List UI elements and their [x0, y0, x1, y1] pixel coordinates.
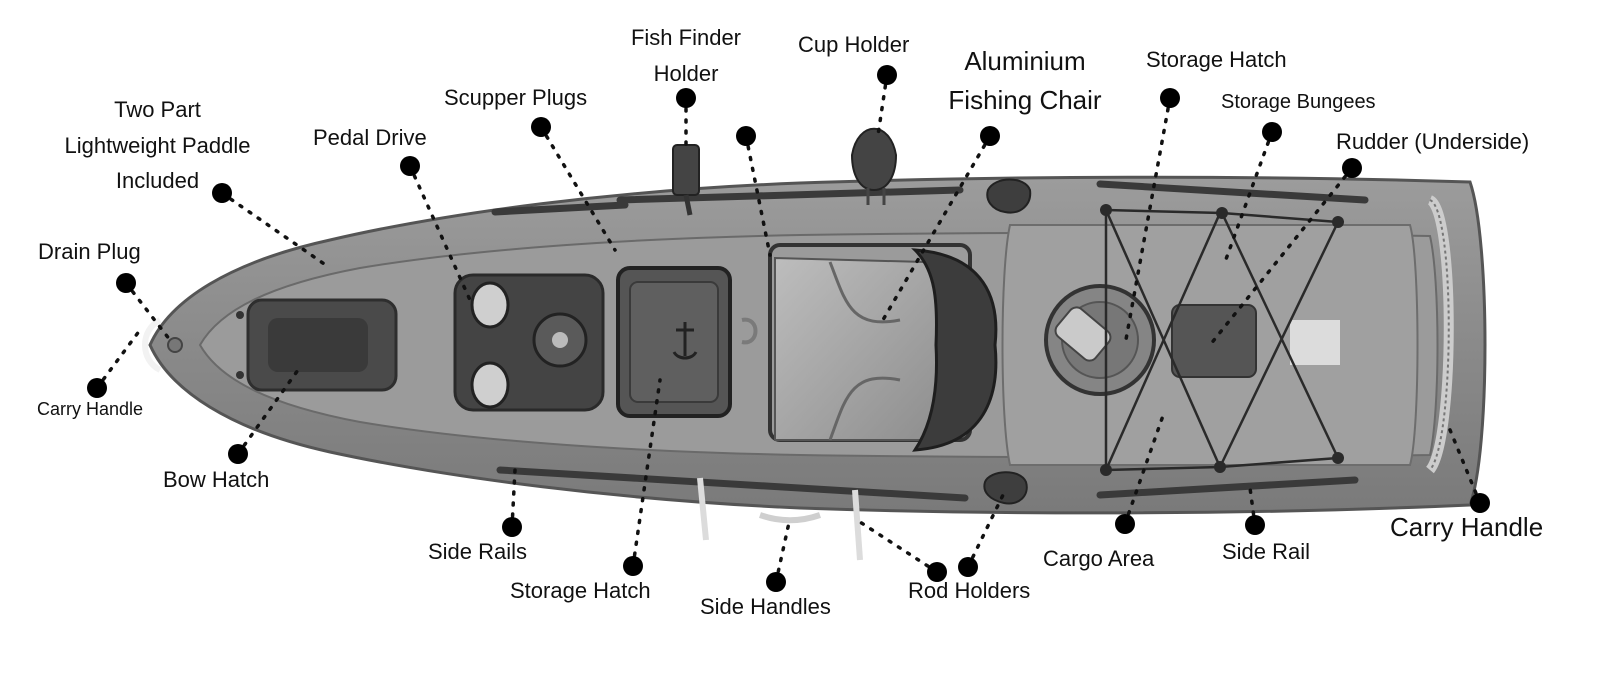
leader-paddle [220, 191, 332, 270]
dot-rod-holders-2 [958, 557, 978, 577]
label-rudder: Rudder (Underside) [1336, 129, 1530, 154]
label-side-rail: Side Rail [1222, 539, 1311, 564]
leader-side-handles [774, 516, 792, 584]
dot-cup-holder [877, 65, 897, 85]
side-rails [491, 180, 1369, 502]
label-side-rails: Side Rails [428, 539, 528, 564]
dot-side-rail [1245, 515, 1265, 535]
leader-drain-plug [124, 281, 172, 342]
label-cargo-area: Cargo Area [1043, 546, 1155, 571]
dot-carry-bow [87, 378, 107, 398]
cup-holder [850, 127, 898, 192]
dot-side-rails [502, 517, 522, 537]
leader-storage-bottom [631, 378, 662, 568]
label-rod-holders: Rod Holders [908, 578, 1031, 603]
label-bow-hatch: Bow Hatch [163, 467, 270, 492]
dot-bow-hatch [228, 444, 248, 464]
leader-pedal-drive [408, 164, 472, 302]
label-pedal-drive: Pedal Drive [313, 125, 427, 150]
label-storage-hatch-bottom: Storage Hatch [510, 578, 651, 603]
label-storage-bungees: Storage Bungees [1221, 91, 1376, 113]
storage-bungees [1104, 208, 1340, 472]
leader-storage-top [1123, 96, 1172, 347]
leader-rod-holders-1 [858, 520, 939, 574]
fishing-chair-seat [774, 256, 941, 441]
dot-rudder [1342, 158, 1362, 178]
label-side-handles: Side Handles [700, 594, 831, 619]
label-aluminium-chair: Aluminium Fishing Chair [948, 46, 1102, 115]
leader-carry-bow [95, 328, 142, 390]
leader-rudder [1208, 166, 1354, 347]
leader-scupper [539, 125, 617, 252]
dot-carry-stern [1470, 493, 1490, 513]
label-carry-handle-bow: Carry Handle [37, 399, 144, 419]
side-handle-2 [852, 489, 863, 561]
dot-bungees [1262, 122, 1282, 142]
leader-extra [744, 134, 772, 257]
fishing-chair-back [911, 248, 998, 452]
label-scupper-plugs: Scupper Plugs [444, 85, 588, 110]
dot-extra [736, 126, 756, 146]
leader-carry-stern [1446, 423, 1482, 505]
label-carry-handle-stern: Carry Handle [1390, 512, 1544, 542]
dot-fish-finder [676, 88, 696, 108]
dot-rod-holders-1 [927, 562, 947, 582]
label-storage-hatch-top: Storage Hatch [1146, 47, 1287, 72]
bow-carry-handle [142, 317, 162, 373]
dot-storage-top [1160, 88, 1180, 108]
rod-holder-rear-bottom [983, 471, 1028, 505]
label-fish-finder-holder: Fish Finder Holder [630, 25, 742, 86]
dot-paddle [212, 183, 232, 203]
dot-drain-plug [116, 273, 136, 293]
dot-scupper [531, 117, 551, 137]
leader-rod-holders-2 [966, 493, 1005, 569]
label-cup-holder: Cup Holder [798, 32, 910, 57]
fish-finder-holder [672, 144, 700, 196]
label-drain-plug: Drain Plug [38, 239, 141, 264]
leader-cup-holder [876, 73, 889, 137]
dot-chair [980, 126, 1000, 146]
dot-storage-bottom [623, 556, 643, 576]
dot-cargo [1115, 514, 1135, 534]
side-handle-1 [697, 477, 709, 541]
dot-side-handles [766, 572, 786, 592]
rod-holder-rear-top [986, 178, 1032, 214]
leader-cargo [1123, 408, 1167, 526]
label-two-part-paddle: Two Part Lightweight Paddle Included [64, 97, 251, 193]
leader-bungees [1223, 130, 1274, 264]
dot-pedal-drive [400, 156, 420, 176]
leader-chair [878, 134, 992, 327]
